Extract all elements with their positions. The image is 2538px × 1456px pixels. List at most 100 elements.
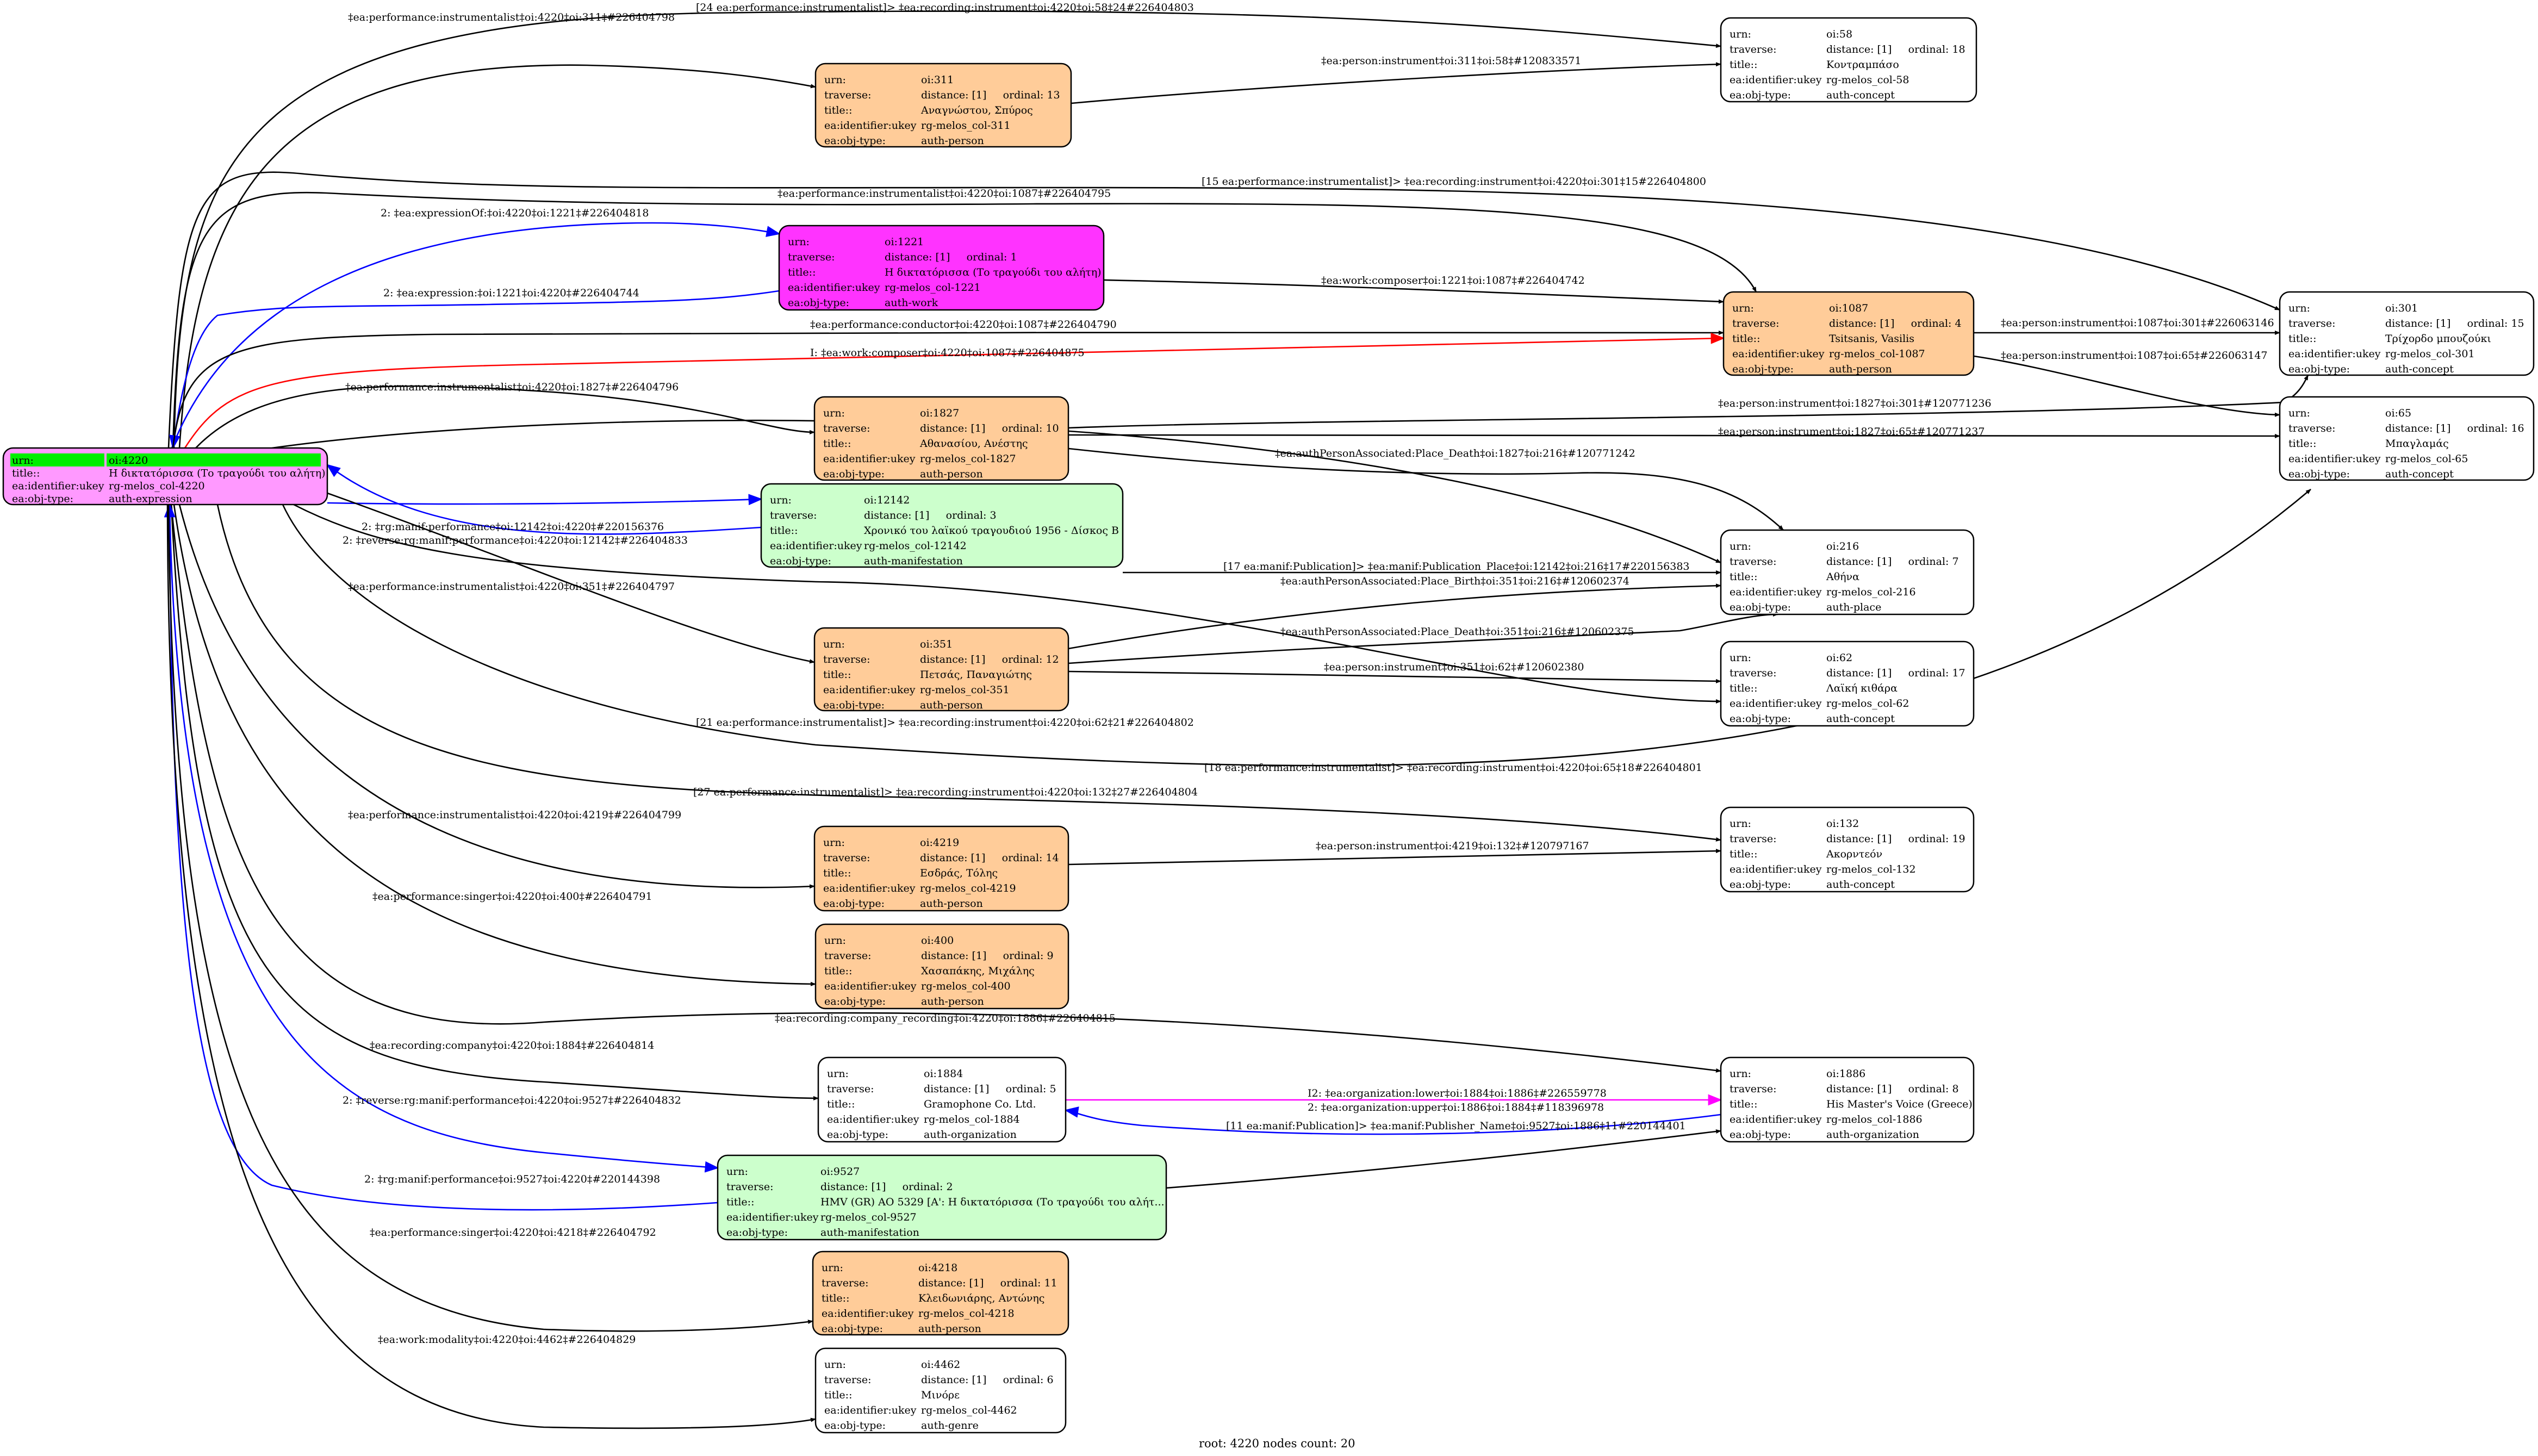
edge-line[interactable] bbox=[327, 492, 815, 664]
edge-line[interactable] bbox=[178, 504, 815, 889]
edge-line[interactable] bbox=[1068, 447, 1784, 531]
edge-line[interactable] bbox=[1068, 670, 1721, 683]
edge-line[interactable] bbox=[293, 503, 1721, 704]
edge-line[interactable] bbox=[173, 504, 816, 986]
node-box[interactable] bbox=[1720, 1056, 1975, 1143]
edge-line[interactable] bbox=[1064, 1106, 1721, 1135]
graph-edge[interactable]: I2: ‡ea:organization:lower‡oi:1884‡oi:18… bbox=[1065, 1087, 1722, 1106]
edge-line[interactable] bbox=[166, 504, 816, 1429]
graph-edge[interactable]: 2: ‡ea:expression:‡oi:1221‡oi:4220‡#2264… bbox=[169, 287, 780, 450]
graph-edge[interactable]: ‡ea:authPersonAssociated:Place_Birth‡oi:… bbox=[1068, 575, 1721, 650]
edge-line[interactable] bbox=[1166, 1129, 1721, 1189]
graph-edge[interactable]: ‡ea:performance:instrumentalist‡oi:4220‡… bbox=[195, 381, 815, 449]
node-box[interactable] bbox=[817, 1056, 1067, 1143]
edge-line[interactable] bbox=[167, 504, 813, 1332]
node-box[interactable] bbox=[2279, 396, 2535, 481]
graph-edge[interactable]: [18 ea:performance:instrumentalist]> ‡ea… bbox=[282, 489, 2311, 774]
edge-line[interactable] bbox=[164, 503, 718, 1211]
graph-edge[interactable]: ‡ea:work:composer‡oi:1221‡oi:1087‡#22640… bbox=[1103, 275, 1724, 304]
graph-edge[interactable]: [15 ea:performance:instrumentalist]> ‡ea… bbox=[167, 171, 2280, 449]
node-box[interactable] bbox=[814, 1347, 1067, 1434]
edge-line[interactable] bbox=[171, 222, 781, 449]
edge-line[interactable] bbox=[1973, 355, 2280, 417]
edge-line[interactable] bbox=[167, 171, 2280, 449]
node-box[interactable] bbox=[813, 627, 1069, 712]
graph-edge[interactable]: ‡ea:performance:instrumentalist‡oi:4220‡… bbox=[178, 504, 815, 889]
graph-edge[interactable]: ‡ea:person:instrument‡oi:311‡oi:58‡#1208… bbox=[1071, 55, 1721, 104]
node-box[interactable] bbox=[717, 1154, 1167, 1241]
node-box[interactable] bbox=[1720, 529, 1975, 615]
graph-edge[interactable]: ‡ea:recording:company_recording‡oi:4220‡… bbox=[170, 504, 1721, 1073]
node-box[interactable] bbox=[813, 396, 1069, 481]
graph-edge[interactable]: ‡ea:person:instrument‡oi:1087‡oi:301‡#22… bbox=[1974, 317, 2280, 335]
graph-edge[interactable]: ‡ea:performance:singer‡oi:4220‡oi:4218‡#… bbox=[167, 504, 813, 1332]
edge-line[interactable] bbox=[169, 290, 780, 450]
node-box[interactable] bbox=[814, 923, 1069, 1010]
node-box[interactable] bbox=[2279, 291, 2535, 376]
graph-edge[interactable]: [27 ea:performance:instrumentalist]> ‡ea… bbox=[216, 504, 1721, 842]
node-box[interactable] bbox=[1720, 806, 1975, 893]
graph-edge[interactable]: [17 ea:manif:Publication]> ‡ea:manif:Pub… bbox=[1123, 561, 1721, 575]
graph-edge[interactable]: [24 ea:performance:instrumentalist]> ‡ea… bbox=[173, 2, 1721, 449]
node-box[interactable] bbox=[812, 1250, 1069, 1336]
graph-edge[interactable]: [11 ea:manif:Publication]> ‡ea:manif:Pub… bbox=[1166, 1120, 1721, 1189]
edge-line[interactable] bbox=[1068, 849, 1721, 866]
graph-edge[interactable]: ‡ea:recording:company‡oi:4220‡oi:1884‡#2… bbox=[170, 504, 819, 1100]
node-box[interactable] bbox=[778, 225, 1105, 311]
node-box[interactable] bbox=[813, 825, 1069, 912]
graph-edge[interactable]: ‡ea:performance:instrumentalist‡oi:4220‡… bbox=[327, 492, 815, 664]
graph-edge[interactable]: 2: ‡reverse:rg:manif:performance‡oi:4220… bbox=[327, 494, 763, 546]
graph-edge[interactable]: ‡ea:person:instrument‡oi:1827‡oi:65‡#120… bbox=[1068, 426, 2280, 438]
graph-edge[interactable]: 2: ‡rg:manif:performance‡oi:9527‡oi:4220… bbox=[164, 503, 718, 1211]
edge-line[interactable] bbox=[1068, 375, 2309, 429]
edge-line[interactable] bbox=[216, 504, 1721, 842]
graph-edge[interactable]: 2: ‡rg:manif:performance‡oi:12142‡oi:422… bbox=[326, 464, 762, 535]
edge-line[interactable] bbox=[327, 494, 763, 506]
edge-line[interactable] bbox=[172, 191, 1757, 449]
node-box[interactable] bbox=[814, 63, 1072, 148]
graph-edge[interactable]: ‡ea:authPersonAssociated:Place_Death‡oi:… bbox=[1068, 612, 1778, 664]
graph-edge[interactable]: ‡ea:performance:singer‡oi:4220‡oi:400‡#2… bbox=[173, 504, 816, 986]
edge-line[interactable] bbox=[326, 464, 762, 535]
edge-line[interactable] bbox=[195, 385, 815, 449]
edge-line[interactable] bbox=[170, 504, 1721, 1073]
graph-edge[interactable]: ‡ea:work:modality‡oi:4220‡oi:4462‡#22640… bbox=[166, 504, 816, 1429]
graph-edge[interactable]: ‡ea:person:instrument‡oi:1087‡oi:65‡#226… bbox=[1973, 350, 2280, 417]
graph-edge[interactable]: ‡ea:authPersonAssociated:Place_Death‡oi:… bbox=[1068, 447, 1784, 531]
edge-line[interactable] bbox=[1071, 62, 1721, 104]
edge-line[interactable] bbox=[173, 10, 1721, 449]
graph-edge[interactable]: 2: ‡ea:expressionOf:‡oi:4220‡oi:1221‡#22… bbox=[171, 207, 781, 449]
node-box[interactable] bbox=[1720, 640, 1975, 727]
node-box[interactable] bbox=[760, 483, 1124, 568]
edge-line[interactable] bbox=[178, 64, 816, 449]
graph-edge[interactable]: [21 ea:performance:instrumentalist]> ‡ea… bbox=[293, 503, 1721, 729]
graph-edge[interactable]: ‡ea:performance:instrumentalist‡oi:4220‡… bbox=[172, 188, 1757, 449]
graph-edge[interactable]: ‡ea:person:instrument‡oi:4219‡oi:132‡#12… bbox=[1068, 840, 1721, 866]
graph-edge[interactable]: ‡ea:person:instrument‡oi:1827‡oi:301‡#12… bbox=[1068, 375, 2309, 429]
edge-line[interactable] bbox=[170, 504, 819, 1100]
node-box[interactable] bbox=[1720, 17, 1977, 103]
graph-edge[interactable]: ‡ea:person:instrument‡oi:351‡oi:62‡#1206… bbox=[1068, 661, 1721, 683]
graph-edge[interactable]: 2: ‡reverse:rg:manif:performance‡oi:4220… bbox=[169, 504, 719, 1173]
edge-line[interactable] bbox=[1068, 583, 1721, 650]
edge-line[interactable] bbox=[1068, 612, 1778, 664]
graph-edge[interactable]: ‡ea:performance:instrumentalist‡oi:4220‡… bbox=[178, 11, 816, 449]
